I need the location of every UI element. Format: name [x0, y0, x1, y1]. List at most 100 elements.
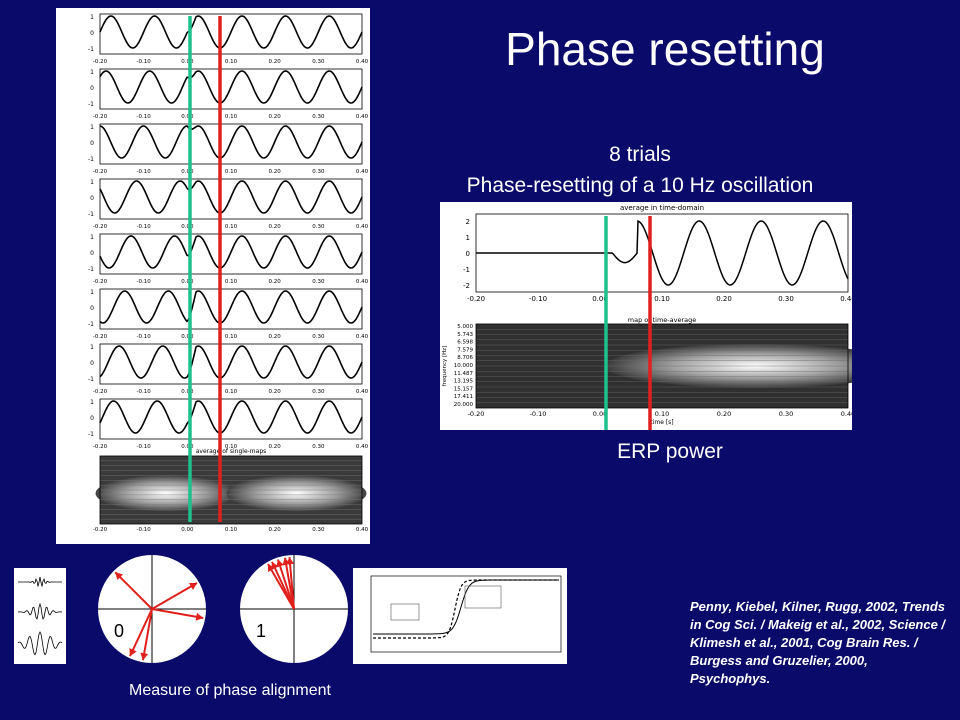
trial-y-tick: 0	[90, 360, 94, 367]
trial-x-tick: 0.40	[356, 59, 369, 65]
subtitle-description: Phase-resetting of a 10 Hz oscillation	[466, 174, 814, 197]
trial-x-tick: 0.10	[225, 224, 238, 230]
trial-x-tick: -0.20	[93, 169, 108, 175]
phase-locking-thumbnail	[353, 568, 567, 664]
wavelet-trace	[18, 576, 62, 587]
trial-y-tick: 1	[90, 69, 94, 76]
erp-y-tick: 1	[466, 234, 470, 242]
trial-x-tick: -0.10	[137, 59, 152, 65]
trial-x-tick: 0.30	[312, 114, 325, 120]
wavelet-figure	[17, 576, 63, 656]
plv-curve-solid	[373, 579, 559, 635]
circle-0-label: 0	[114, 621, 124, 641]
wavelet-thumbnail	[14, 568, 66, 664]
left-map-x-tick: 0.40	[356, 527, 369, 533]
trial-x-tick: 0.10	[225, 334, 238, 340]
plv-frame	[370, 575, 562, 653]
trial-x-tick: 0.30	[312, 169, 325, 175]
trial-y-tick: -1	[88, 101, 94, 108]
trial-x-tick: 0.00	[181, 444, 194, 450]
map-freq-tick: 20.000	[454, 402, 474, 408]
trial-x-tick: 0.40	[356, 334, 369, 340]
phase-arrow	[276, 559, 295, 610]
trial-trace	[99, 400, 363, 434]
erp-x-tick: 0.20	[716, 295, 732, 303]
trial-x-tick: 0.30	[312, 279, 325, 285]
trial-x-tick: -0.20	[93, 59, 108, 65]
map-frame	[475, 323, 849, 409]
phase-arrow	[114, 571, 153, 610]
map-freq-tick: 15.157	[454, 386, 474, 392]
trial-x-tick: 0.00	[181, 389, 194, 395]
trial-x-tick: 0.20	[269, 389, 282, 395]
map-freq-tick: 10.000	[454, 363, 474, 369]
trial-x-tick: 0.10	[225, 59, 238, 65]
plv-curve-dashed	[373, 579, 559, 639]
map-freq-tick: 13.195	[454, 379, 474, 385]
trial-x-tick: 0.20	[269, 334, 282, 340]
phase-circle-1: 1	[240, 555, 348, 663]
trial-y-tick: 0	[90, 415, 94, 422]
trial-y-tick: -1	[88, 431, 94, 438]
map-freq-tick: 7.579	[457, 347, 473, 353]
trial-trace	[99, 290, 363, 324]
trial-x-tick: 0.30	[312, 334, 325, 340]
trial-x-tick: -0.10	[137, 279, 152, 285]
erp-y-tick: -2	[463, 282, 470, 290]
trial-y-tick: 0	[90, 305, 94, 312]
phase-arrow	[151, 582, 198, 610]
phase-arrowhead	[268, 563, 275, 573]
phase-circle-0: 0	[98, 555, 206, 663]
map-title: map of time-average	[628, 316, 696, 324]
phase-arrowhead	[276, 559, 284, 568]
trial-x-tick: -0.20	[93, 444, 108, 450]
phase-arrowhead	[188, 583, 198, 590]
trial-trace	[99, 345, 363, 379]
map-x-tick: 0.00	[593, 410, 607, 418]
trial-x-tick: -0.20	[93, 224, 108, 230]
trial-x-tick: 0.40	[356, 224, 369, 230]
trial-y-tick: 1	[90, 234, 94, 241]
trial-x-tick: 0.00	[181, 169, 194, 175]
erp-power-label: ERP power	[617, 440, 723, 463]
trial-x-tick: 0.10	[225, 114, 238, 120]
erp-y-tick: -1	[463, 266, 470, 274]
phase-locking-figure	[370, 575, 562, 653]
wavelet-trace	[17, 631, 63, 656]
trial-x-tick: -0.10	[137, 224, 152, 230]
trial-x-tick: 0.20	[269, 114, 282, 120]
trial-x-tick: 0.00	[181, 224, 194, 230]
trial-x-tick: 0.30	[312, 389, 325, 395]
trials-figure: -1 0 1 -0.20 -0.10 0.00 0.10 0.20 0.30 0.40 -1 0 1 -0…	[88, 13, 369, 533]
phase-arrowhead	[286, 557, 295, 565]
trial-x-tick: 0.40	[356, 114, 369, 120]
trial-x-tick: 0.20	[269, 224, 282, 230]
trial-x-tick: 0.10	[225, 169, 238, 175]
trial-y-tick: 0	[90, 195, 94, 202]
erp-y-tick: 0	[466, 250, 470, 258]
trial-x-tick: -0.10	[137, 334, 152, 340]
trial-x-tick: 0.10	[225, 444, 238, 450]
trial-y-tick: 1	[90, 124, 94, 131]
phase-alignment-caption: Measure of phase alignment	[129, 682, 331, 699]
wavelet-trace	[17, 602, 63, 620]
trial-x-tick: 0.20	[269, 59, 282, 65]
erp-x-tick: 0.10	[654, 295, 670, 303]
trial-y-tick: 1	[90, 14, 94, 21]
phase-arrowhead	[129, 648, 137, 657]
trial-x-tick: 0.00	[181, 279, 194, 285]
left-map-frame	[99, 455, 363, 525]
citation-text: Penny, Kiebel, Kilner, Rugg, 2002, Trend…	[690, 599, 946, 686]
map-x-tick: -0.10	[530, 410, 547, 418]
trial-x-tick: -0.10	[137, 114, 152, 120]
left-map-x-tick: 0.00	[181, 527, 194, 533]
trial-y-tick: -1	[88, 266, 94, 273]
phase-arrow	[141, 608, 153, 661]
trial-x-tick: 0.40	[356, 389, 369, 395]
erp-title: average in time-domain	[620, 204, 704, 212]
map-freq-tick: 17.411	[454, 394, 473, 400]
left-map-x-tick: -0.10	[137, 527, 152, 533]
trial-x-tick: -0.20	[93, 389, 108, 395]
trial-y-tick: -1	[88, 156, 94, 163]
